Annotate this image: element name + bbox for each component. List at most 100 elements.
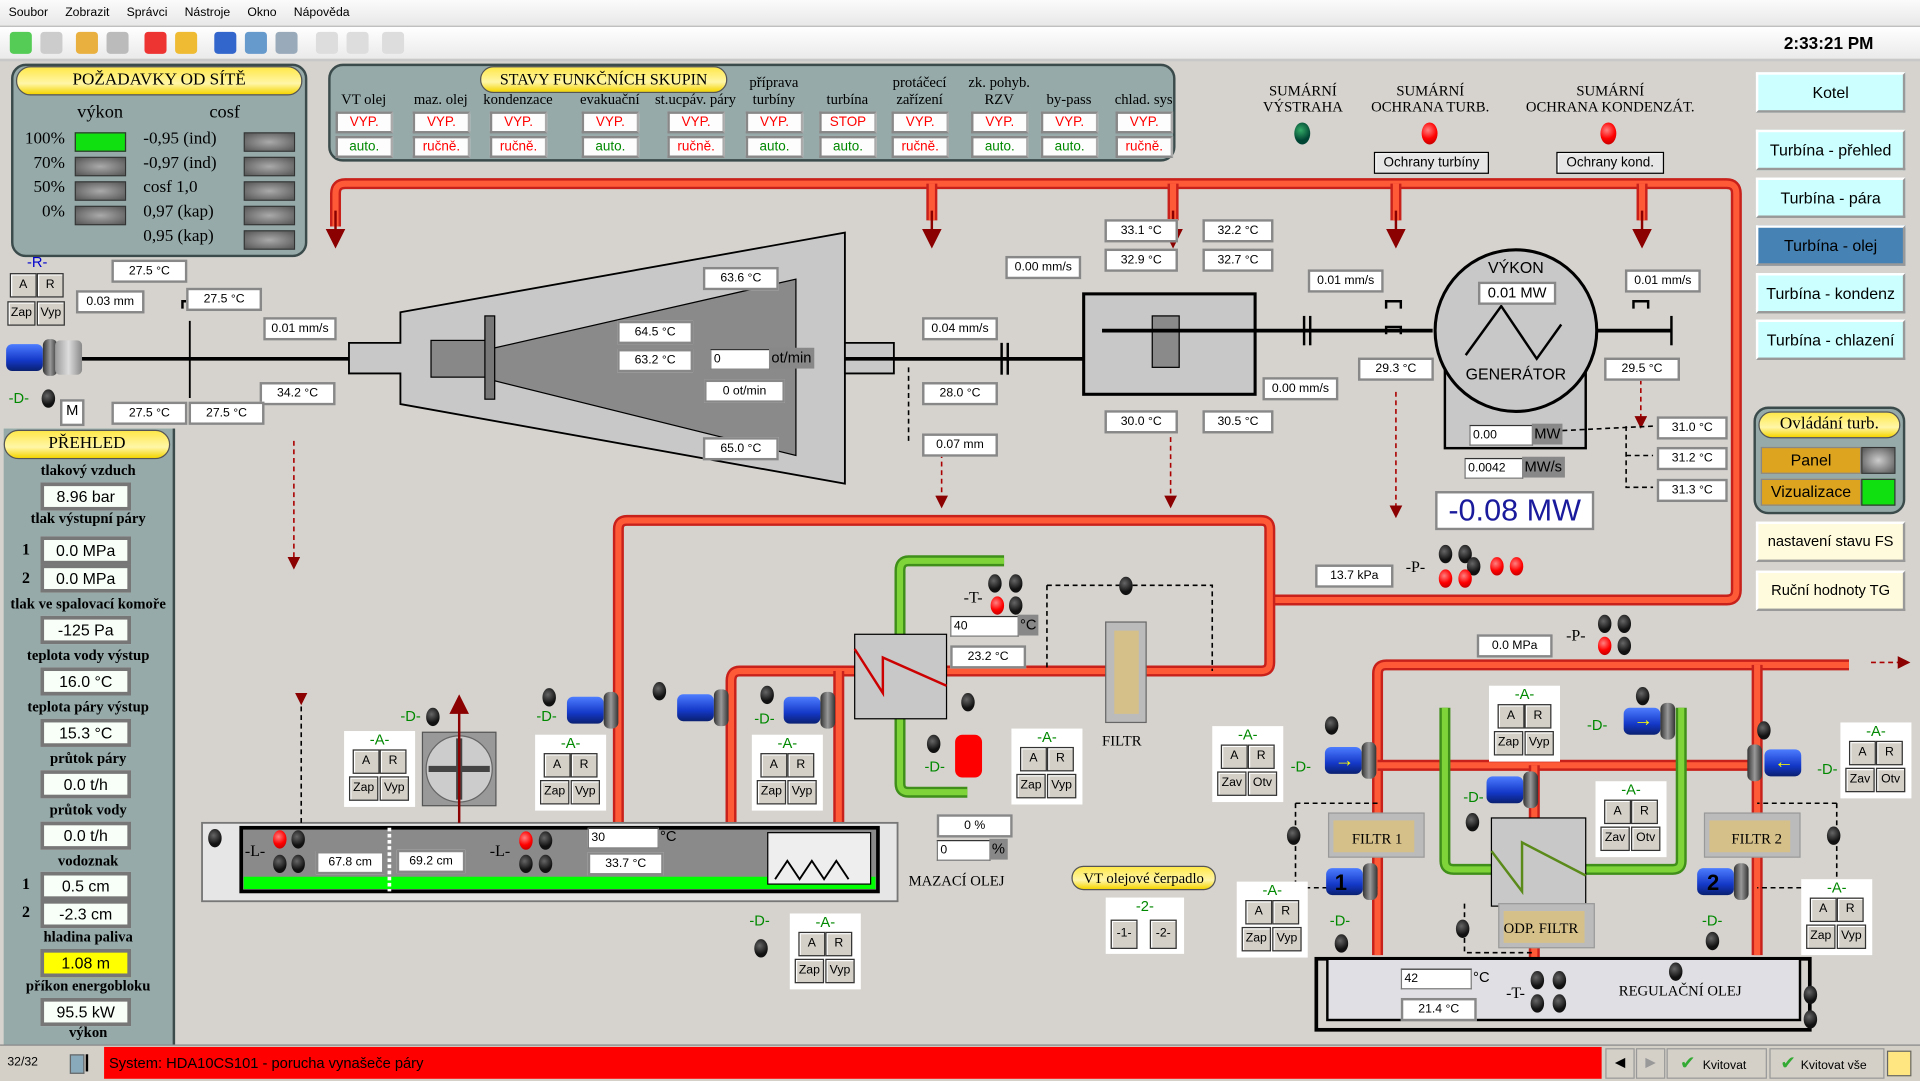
keyboard-disabled-icon[interactable] bbox=[382, 31, 405, 54]
user-add-icon[interactable] bbox=[75, 31, 98, 54]
cosf-option-button[interactable] bbox=[243, 230, 296, 250]
panel-button[interactable]: Panel bbox=[1760, 446, 1862, 474]
pump-valve-icon[interactable] bbox=[1523, 771, 1538, 809]
pump-motor-icon[interactable] bbox=[1697, 868, 1734, 896]
pump-motor-icon[interactable] bbox=[1324, 746, 1362, 774]
control-button-zap[interactable]: Zap bbox=[756, 780, 787, 805]
alarm-folder-icon[interactable] bbox=[175, 31, 198, 54]
gen-power-set-input[interactable]: 0.00 bbox=[1469, 424, 1534, 446]
control-button-vyp[interactable]: Vyp bbox=[1272, 926, 1302, 952]
group-state-4[interactable]: VYP. bbox=[667, 111, 725, 134]
group-state-7[interactable]: VYP. bbox=[891, 111, 949, 134]
alarm-report-icon[interactable] bbox=[144, 31, 167, 54]
control-button-zap[interactable]: Zap bbox=[1806, 924, 1836, 949]
group-mode-7[interactable]: ručně. bbox=[891, 135, 949, 158]
control-button-r[interactable]: R bbox=[1247, 744, 1275, 769]
group-state-8[interactable]: VYP. bbox=[971, 111, 1029, 134]
group-mode-8[interactable]: auto. bbox=[971, 135, 1029, 158]
r-box-button-a[interactable]: A bbox=[9, 273, 37, 298]
nav-turbine-cooling[interactable]: Turbína - chlazení bbox=[1755, 319, 1906, 361]
pump-motor-icon[interactable] bbox=[6, 344, 43, 372]
control-button-r[interactable]: R bbox=[1524, 704, 1552, 729]
control-button-vyp[interactable]: Vyp bbox=[570, 780, 601, 805]
menu-zobrazit[interactable]: Zobrazit bbox=[65, 6, 110, 20]
tank-temp-set-input[interactable]: 30 bbox=[587, 827, 659, 849]
pump-valve-icon[interactable] bbox=[1747, 744, 1763, 782]
pump-valve-icon[interactable] bbox=[1660, 702, 1676, 740]
visualization-button[interactable]: Vizualizace bbox=[1760, 478, 1862, 506]
control-button-r[interactable]: R bbox=[825, 931, 853, 957]
control-button-a[interactable]: A bbox=[1848, 740, 1876, 766]
alarm-doc-icon[interactable] bbox=[69, 1054, 85, 1074]
cosf-option-button[interactable] bbox=[243, 156, 296, 177]
chart-icon[interactable] bbox=[214, 31, 237, 54]
gen-ramp-set-input[interactable]: 0.0042 bbox=[1464, 457, 1524, 479]
group-state-2[interactable]: VYP. bbox=[489, 111, 548, 134]
nav-turbine-condensate[interactable]: Turbína - kondenz bbox=[1755, 273, 1906, 314]
group-mode-9[interactable]: auto. bbox=[1040, 135, 1099, 158]
pump-valve-icon[interactable] bbox=[42, 339, 58, 376]
control-button-zav[interactable]: Zav bbox=[1845, 767, 1875, 793]
manual-values-button[interactable]: Ruční hodnoty TG bbox=[1755, 570, 1906, 612]
control-button-zap[interactable]: Zap bbox=[348, 776, 379, 801]
control-button-vyp[interactable]: Vyp bbox=[1046, 773, 1077, 799]
pump-valve-icon[interactable] bbox=[713, 689, 729, 727]
control-button-zap[interactable]: Zap bbox=[540, 780, 570, 805]
control-button-r[interactable]: R bbox=[379, 749, 407, 774]
control-button-zap[interactable]: Zap bbox=[1016, 773, 1046, 799]
turbine-protection-button[interactable]: Ochrany turbíny bbox=[1373, 151, 1489, 174]
nav-kotel[interactable]: Kotel bbox=[1755, 72, 1906, 113]
signal-step-icon[interactable] bbox=[85, 1054, 103, 1072]
pump-motor-icon[interactable] bbox=[677, 694, 714, 722]
control-button-vyp[interactable]: Vyp bbox=[1836, 924, 1867, 949]
group-mode-3[interactable]: auto. bbox=[581, 135, 640, 158]
control-button-vyp[interactable]: Vyp bbox=[379, 776, 409, 801]
control-button-r[interactable]: R bbox=[1836, 897, 1864, 923]
pump-motor-icon[interactable] bbox=[1764, 749, 1802, 777]
pump-motor-icon[interactable] bbox=[1326, 868, 1363, 896]
control-button-a[interactable]: A bbox=[760, 753, 788, 778]
control-button-a[interactable]: A bbox=[543, 753, 571, 778]
group-mode-4[interactable]: ručně. bbox=[667, 135, 725, 158]
nav-turbine-steam[interactable]: Turbína - pára bbox=[1755, 177, 1906, 218]
pump-motor-icon[interactable] bbox=[566, 696, 604, 724]
power-level-button-0[interactable] bbox=[74, 205, 127, 226]
group-state-1[interactable]: VYP. bbox=[412, 111, 471, 134]
back-icon[interactable] bbox=[9, 31, 32, 54]
print-preview-icon[interactable] bbox=[275, 31, 298, 54]
menu-napoveda[interactable]: Nápověda bbox=[293, 6, 350, 20]
control-button-r[interactable]: R bbox=[787, 753, 815, 778]
control-button-vyp[interactable]: Vyp bbox=[1524, 731, 1554, 756]
pump-motor-icon[interactable] bbox=[1486, 776, 1524, 804]
group-mode-1[interactable]: ručně. bbox=[412, 135, 471, 158]
power-level-button-100[interactable] bbox=[74, 132, 127, 152]
r-box-button-zap[interactable]: Zap bbox=[7, 301, 36, 326]
cosf-option-button[interactable] bbox=[243, 181, 296, 201]
pump-valve-icon[interactable] bbox=[1362, 863, 1378, 901]
acknowledge-button[interactable]: ✔Kvitovat bbox=[1666, 1048, 1767, 1079]
control-button-a[interactable]: A bbox=[1497, 704, 1525, 729]
pump-valve-icon[interactable] bbox=[1361, 742, 1377, 779]
menu-nastroje[interactable]: Nástroje bbox=[184, 6, 231, 20]
group-mode-10[interactable]: ručně. bbox=[1115, 135, 1174, 158]
nav-turbine-overview[interactable]: Turbína - přehled bbox=[1755, 129, 1906, 171]
pump-motor-icon[interactable] bbox=[783, 696, 821, 724]
group-state-5[interactable]: VYP. bbox=[745, 111, 804, 134]
r-box-button-r[interactable]: R bbox=[36, 273, 64, 298]
control-button-zap[interactable]: Zap bbox=[1241, 926, 1272, 952]
group-mode-0[interactable]: auto. bbox=[335, 135, 394, 158]
menu-spravci[interactable]: Správci bbox=[126, 6, 168, 20]
menu-okno[interactable]: Okno bbox=[247, 6, 277, 20]
alarm-message[interactable]: System: HDA10CS101 - porucha vynašeče pá… bbox=[104, 1046, 1602, 1079]
control-button-r[interactable]: R bbox=[1046, 746, 1074, 772]
control-button-a[interactable]: A bbox=[352, 749, 380, 774]
power-level-label[interactable]: 0% bbox=[42, 203, 65, 222]
report-icon[interactable] bbox=[1886, 1050, 1912, 1077]
pump-valve-icon[interactable] bbox=[603, 691, 619, 729]
group-state-3[interactable]: VYP. bbox=[581, 111, 640, 134]
control-button-r[interactable]: R bbox=[1272, 900, 1300, 925]
control-button-zap[interactable]: Zap bbox=[794, 958, 825, 984]
group-mode-2[interactable]: ručně. bbox=[489, 135, 548, 158]
group-state-9[interactable]: VYP. bbox=[1040, 111, 1099, 134]
pump-select-1-button[interactable]: -1- bbox=[1110, 919, 1138, 949]
